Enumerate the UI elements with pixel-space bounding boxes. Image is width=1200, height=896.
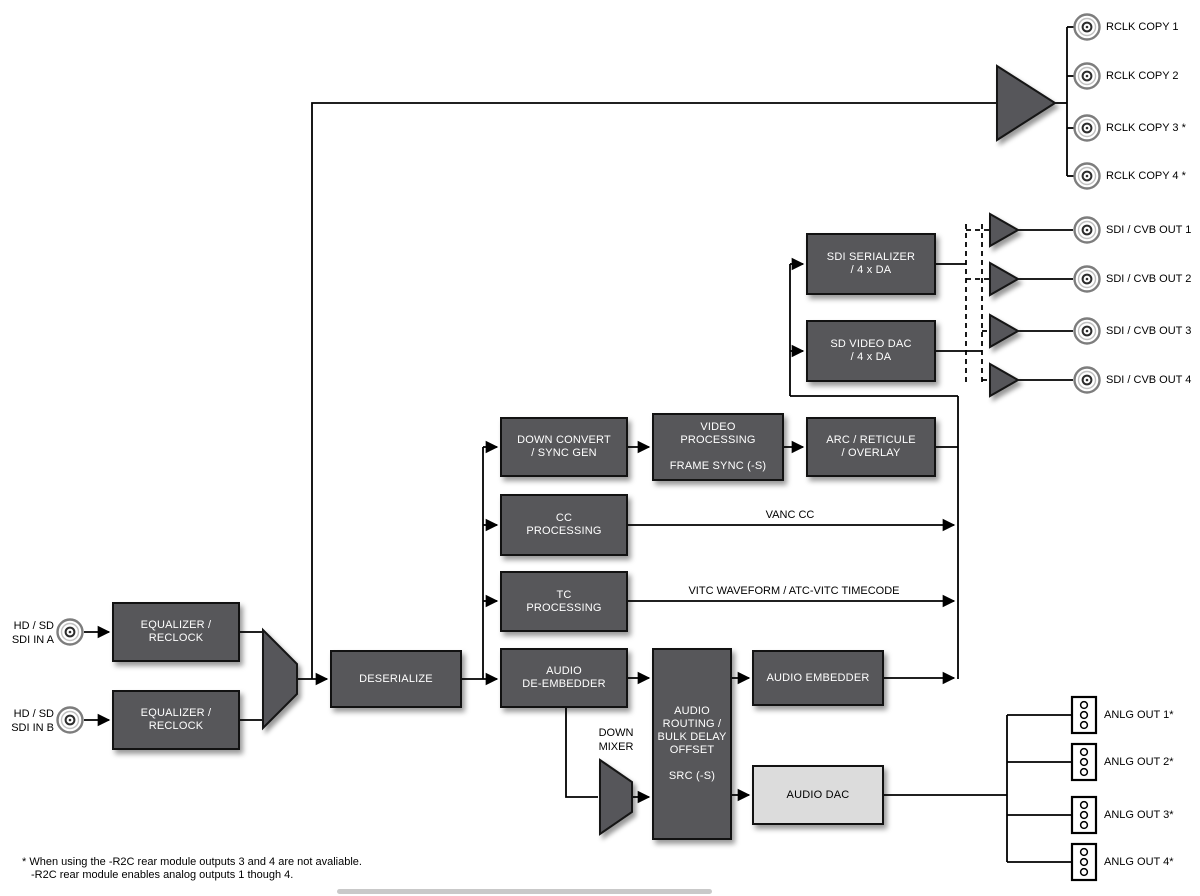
terminal-anlg-out-2 [1070, 742, 1098, 782]
label-anlg-out-2: ANLG OUT 2* [1104, 756, 1174, 768]
label-rclk-copy-1: RCLK COPY 1 [1106, 21, 1179, 33]
block-video-processing-frame-sync: VIDEO PROCESSING FRAME SYNC (-S) [652, 413, 784, 481]
bnc-sdi-in-b [56, 706, 84, 734]
bnc-rclk-copy-1 [1073, 13, 1101, 41]
bnc-rclk-copy-2 [1073, 62, 1101, 90]
output-buffer-4 [989, 362, 1021, 398]
block-audio-de-embedder: AUDIO DE-EMBEDDER [500, 648, 628, 708]
terminal-anlg-out-1 [1070, 695, 1098, 735]
rclk-da-amplifier [996, 64, 1057, 142]
input-select-mux [262, 627, 298, 731]
down-mixer-symbol [599, 758, 633, 836]
block-deserialize: DESERIALIZE [330, 650, 462, 708]
label-sdi-in-b: HD / SD SDI IN B [11, 708, 54, 734]
bnc-rclk-copy-3 [1073, 114, 1101, 142]
label-anlg-out-1: ANLG OUT 1* [1104, 709, 1174, 721]
footnote-line-2: -R2C rear module enables analog outputs … [31, 869, 294, 881]
output-buffer-1 [989, 212, 1021, 248]
block-tc-processing: TC PROCESSING [500, 571, 628, 632]
output-buffer-2 [989, 261, 1021, 297]
label-vanc-cc: VANC CC [765, 509, 815, 521]
block-equalizer-reclock-b: EQUALIZER / RECLOCK [112, 690, 240, 750]
bnc-sdi-cvb-out-4 [1073, 366, 1101, 394]
label-rclk-copy-2: RCLK COPY 2 [1106, 70, 1179, 82]
block-audio-embedder: AUDIO EMBEDDER [752, 650, 884, 706]
block-audio-routing-bulk-delay: AUDIO ROUTING / BULK DELAY OFFSET SRC (-… [652, 648, 732, 840]
label-vitc-waveform: VITC WAVEFORM / ATC-VITC TIMECODE [688, 585, 900, 597]
horizontal-scrollbar-thumb[interactable] [337, 889, 712, 894]
label-sdi-cvb-out-4: SDI / CVB OUT 4 [1106, 374, 1192, 386]
block-equalizer-reclock-a: EQUALIZER / RECLOCK [112, 602, 240, 662]
bnc-rclk-copy-4 [1073, 162, 1101, 190]
bnc-sdi-in-a [56, 618, 84, 646]
block-arc-reticule-overlay: ARC / RETICULE / OVERLAY [806, 417, 936, 477]
label-anlg-out-4: ANLG OUT 4* [1104, 856, 1174, 868]
analog-connectors [1070, 695, 1098, 882]
output-switch-dashed-wires [965, 224, 989, 386]
bnc-sdi-cvb-out-3 [1073, 317, 1101, 345]
block-sdi-serializer: SDI SERIALIZER / 4 x DA [806, 233, 936, 295]
footnote-line-1: * When using the -R2C rear module output… [22, 856, 362, 868]
wires [240, 26, 1074, 863]
terminal-anlg-out-4 [1070, 842, 1098, 882]
label-sdi-cvb-out-2: SDI / CVB OUT 2 [1106, 273, 1192, 285]
arrow-wires [84, 257, 956, 804]
block-audio-dac: AUDIO DAC [752, 765, 884, 825]
label-rclk-copy-3: RCLK COPY 3 * [1106, 122, 1186, 134]
label-rclk-copy-4: RCLK COPY 4 * [1106, 170, 1186, 182]
block-sd-video-dac: SD VIDEO DAC / 4 x DA [806, 320, 936, 382]
label-anlg-out-3: ANLG OUT 3* [1104, 809, 1174, 821]
label-sdi-cvb-out-3: SDI / CVB OUT 3 [1106, 325, 1192, 337]
block-down-convert-sync-gen: DOWN CONVERT / SYNC GEN [500, 417, 628, 477]
output-buffer-3 [989, 313, 1021, 349]
label-sdi-cvb-out-1: SDI / CVB OUT 1 [1106, 224, 1192, 236]
label-down-mixer: DOWN MIXER [598, 727, 634, 753]
bnc-connectors [56, 13, 1101, 734]
bnc-sdi-cvb-out-2 [1073, 265, 1101, 293]
terminal-anlg-out-3 [1070, 795, 1098, 835]
bnc-sdi-cvb-out-1 [1073, 216, 1101, 244]
label-sdi-in-a: HD / SD SDI IN A [11, 620, 54, 646]
block-cc-processing: CC PROCESSING [500, 494, 628, 556]
